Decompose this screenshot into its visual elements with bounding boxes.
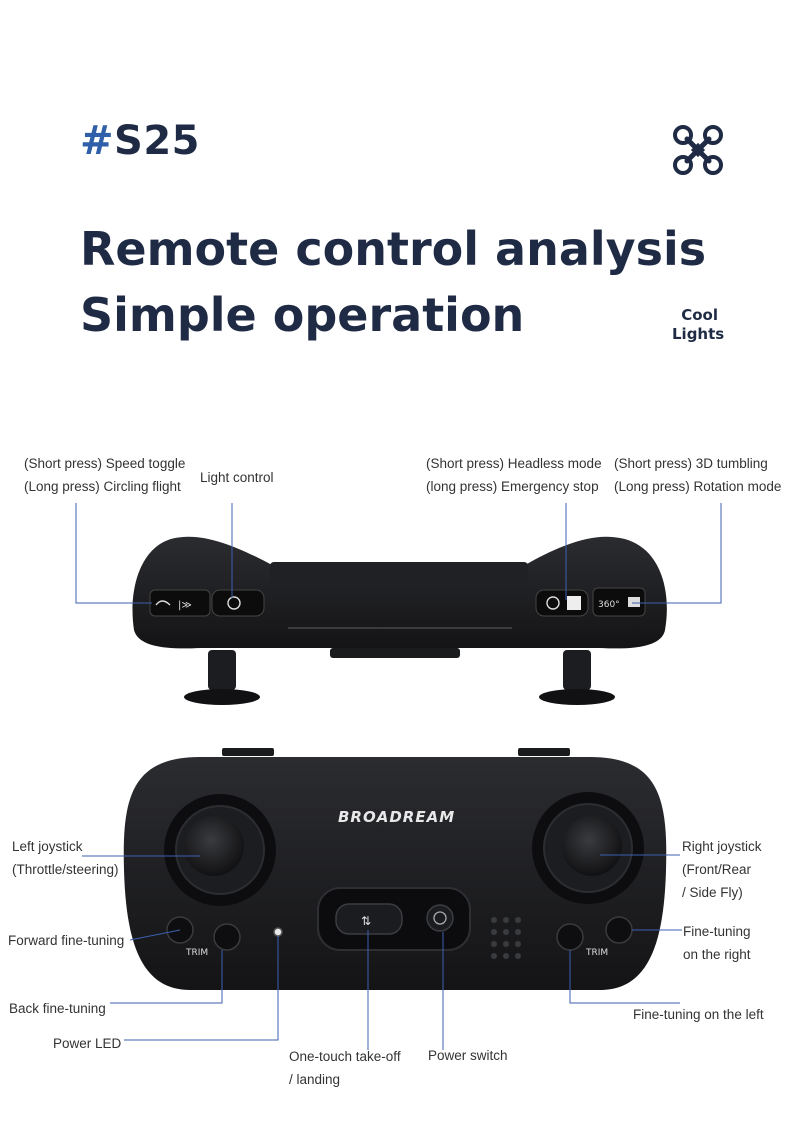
tumbling-icon-label: 360° bbox=[598, 600, 620, 610]
controller-front-view: BROADREAM TRIM TRIM ⇅ bbox=[123, 748, 667, 990]
headline-line-2: Simple operation bbox=[80, 288, 525, 342]
tumbling-label: (Short press) 3D tumbling (Long press) R… bbox=[614, 452, 781, 498]
lights-line: Lights bbox=[672, 325, 725, 343]
headless-mode-text: (Short press) Headless mode bbox=[426, 456, 602, 471]
takeoff-landing-button[interactable]: ⇅ bbox=[335, 903, 403, 935]
speed-toggle-label: (Short press) Speed toggle (Long press) … bbox=[24, 452, 185, 498]
left-joystick[interactable] bbox=[164, 794, 276, 906]
drone-icon bbox=[673, 125, 723, 175]
speaker-grille bbox=[491, 917, 521, 959]
speed-toggle-button[interactable]: |≫ bbox=[149, 589, 211, 617]
power-icon bbox=[433, 911, 447, 925]
light-bulb-icon bbox=[227, 596, 241, 610]
takeoff-text: One-touch take-off bbox=[289, 1049, 401, 1064]
side-fly-text: / Side Fly) bbox=[682, 885, 743, 900]
fine-tuning-left-label: Fine-tuning on the left bbox=[633, 1007, 764, 1022]
headless-icon bbox=[546, 596, 560, 610]
headless-mode-label: (Short press) Headless mode (long press)… bbox=[426, 452, 602, 498]
left-trim-label: TRIM bbox=[185, 948, 208, 958]
front-rear-text: (Front/Rear bbox=[682, 862, 752, 877]
model-title: #S25 bbox=[80, 118, 200, 164]
power-switch-button[interactable] bbox=[426, 904, 454, 932]
rotation-mode-text: (Long press) Rotation mode bbox=[614, 479, 782, 494]
right-fine-tuning-button[interactable] bbox=[605, 916, 633, 944]
left-joystick-label: Left joystick (Throttle/steering) bbox=[12, 835, 119, 881]
cool-line: Cool bbox=[681, 306, 718, 324]
tumbling-button[interactable]: 360° bbox=[592, 587, 646, 617]
tumbling-text: (Short press) 3D tumbling bbox=[614, 456, 768, 471]
power-switch-label: Power switch bbox=[428, 1048, 508, 1063]
cool-lights-caption: Cool Lights bbox=[672, 306, 725, 344]
headless-mode-button[interactable] bbox=[535, 589, 589, 617]
throttle-steering-text: (Throttle/steering) bbox=[12, 862, 119, 877]
fine-tuning-right-label: Fine-tuning on the right bbox=[683, 920, 751, 966]
power-led bbox=[273, 927, 283, 937]
back-fine-tuning-label: Back fine-tuning bbox=[9, 1001, 106, 1016]
landing-text: / landing bbox=[289, 1072, 341, 1087]
light-control-button[interactable] bbox=[211, 589, 265, 617]
model-name: S25 bbox=[114, 118, 200, 164]
speed-icon: |≫ bbox=[178, 600, 192, 611]
hash-mark: # bbox=[80, 118, 115, 164]
emergency-stop-text: (long press) Emergency stop bbox=[426, 479, 599, 494]
power-led-label: Power LED bbox=[53, 1036, 122, 1051]
controller-top-view: |≫ 360° bbox=[132, 536, 667, 705]
right-joystick[interactable] bbox=[532, 792, 644, 904]
speed-toggle-text: (Short press) Speed toggle bbox=[24, 456, 186, 471]
on-the-right-text: on the right bbox=[683, 947, 751, 962]
left-fine-tuning-button[interactable] bbox=[556, 923, 584, 951]
forward-fine-tuning-label: Forward fine-tuning bbox=[8, 933, 125, 948]
circling-flight-text: (Long press) Circling flight bbox=[24, 479, 181, 494]
brand-logo: BROADREAM bbox=[338, 808, 455, 826]
takeoff-arrows-icon: ⇅ bbox=[361, 914, 371, 928]
right-joystick-text: Right joystick bbox=[682, 839, 762, 854]
fine-tuning-text: Fine-tuning bbox=[683, 924, 751, 939]
right-joystick-label: Right joystick (Front/Rear / Side Fly) bbox=[682, 835, 762, 904]
headline: Remote control analysis Simple operation bbox=[80, 216, 706, 348]
left-joystick-text: Left joystick bbox=[12, 839, 83, 854]
right-trim-label: TRIM bbox=[585, 948, 608, 958]
takeoff-label: One-touch take-off / landing bbox=[289, 1045, 401, 1091]
leader-lines bbox=[75, 503, 722, 1050]
back-fine-tuning-button[interactable] bbox=[213, 923, 241, 951]
headline-line-1: Remote control analysis bbox=[80, 222, 707, 276]
light-control-label: Light control bbox=[200, 470, 274, 485]
